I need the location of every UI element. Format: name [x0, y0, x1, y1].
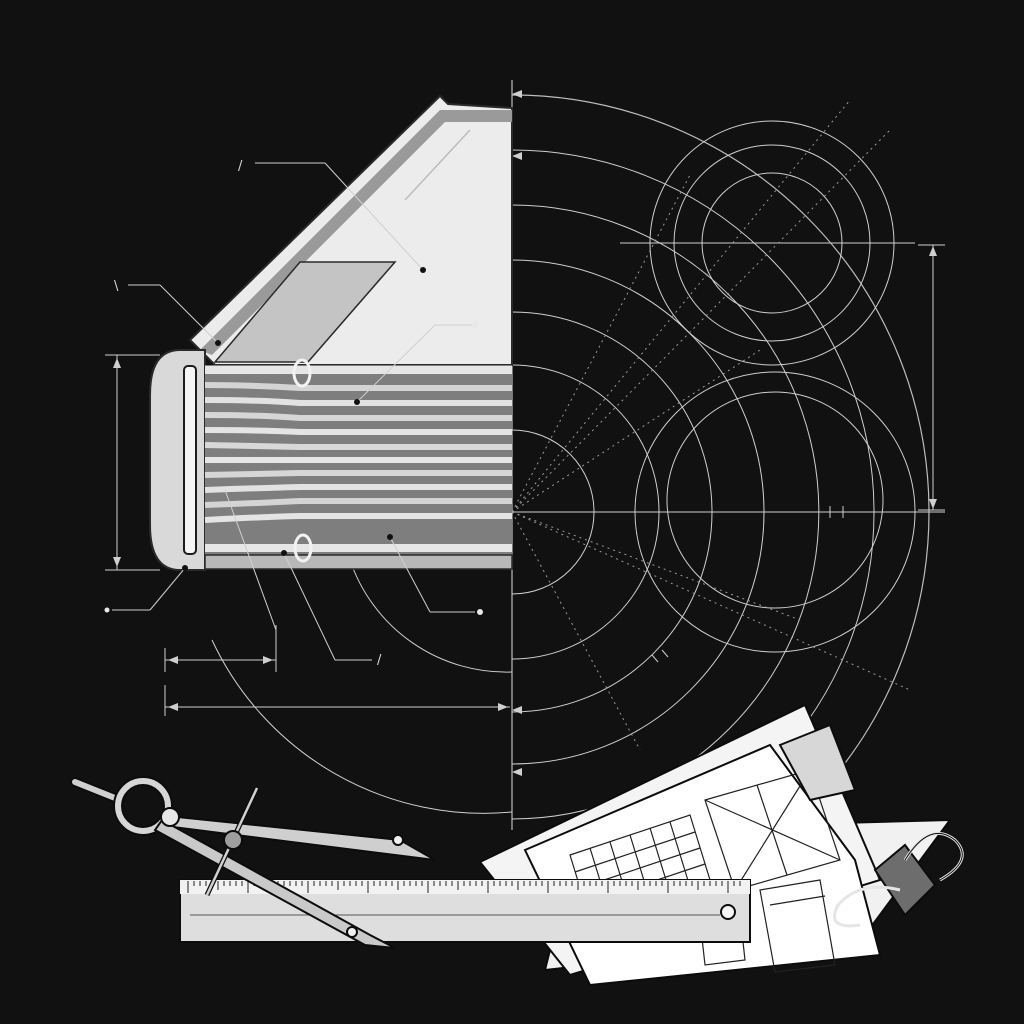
cover-highlight — [404, 129, 471, 201]
compass-handle — [72, 779, 123, 803]
pages — [204, 366, 512, 552]
compass-ring — [115, 778, 171, 834]
leader-line — [283, 552, 336, 661]
arrow-head — [512, 768, 522, 776]
leader-dot — [281, 550, 287, 556]
arrow-head — [512, 706, 522, 714]
annotation-mark: / — [377, 653, 382, 668]
ray-6 — [511, 349, 761, 513]
circle-lower-large — [634, 371, 916, 653]
circle-upper-mid — [673, 144, 871, 342]
ray-2 — [511, 99, 851, 513]
arc-4 — [511, 259, 765, 765]
book-cross-section — [149, 94, 513, 571]
leader-dot — [387, 534, 393, 540]
arrow-head — [512, 152, 522, 160]
binder-clip-handle-outline — [904, 832, 963, 881]
leader-dot — [472, 322, 478, 328]
page-block — [205, 365, 512, 565]
leader-dot — [182, 565, 188, 571]
leader-dot — [354, 399, 360, 405]
annotation-mark: \ — [114, 279, 119, 294]
arc-6 — [511, 364, 660, 660]
leader-dot — [477, 609, 483, 615]
ruler-ticks — [187, 881, 741, 893]
arrow-head — [168, 703, 178, 711]
leader-line — [224, 489, 277, 631]
leader-line — [389, 536, 431, 613]
axis-tick — [651, 654, 659, 663]
leader-line — [324, 162, 424, 271]
arrow-head — [929, 499, 937, 509]
leader-dot — [215, 340, 221, 346]
compass-joint — [346, 926, 358, 938]
arrow-head — [113, 358, 121, 368]
arrow-head — [512, 90, 522, 98]
leader-dot — [420, 267, 426, 273]
arc-lower-left — [211, 639, 513, 814]
paper-diagram — [704, 769, 841, 891]
leader-line — [159, 284, 219, 344]
circle-upper-small — [701, 172, 843, 314]
binder-clip-body — [873, 843, 937, 917]
circle-upper-large — [649, 120, 895, 366]
circle-lower-small — [666, 391, 884, 609]
dimension-lines — [105, 354, 510, 716]
ruler-hole — [720, 904, 736, 920]
arrow-head — [113, 557, 121, 567]
compass-pivot — [160, 807, 180, 827]
binding-thread-top — [292, 358, 312, 388]
ray-4 — [511, 511, 911, 691]
paper-curl — [778, 723, 857, 802]
compass-joint — [392, 834, 404, 846]
book-cover-edge — [200, 110, 512, 355]
book-endpaper — [213, 261, 397, 363]
arrow-head — [168, 656, 178, 664]
leader-line — [149, 567, 186, 611]
arc-7 — [511, 429, 595, 595]
annotation-leaders: / \ / — [104, 159, 483, 668]
book-bottom-cover — [204, 554, 513, 570]
arc-lower-inner — [349, 559, 513, 673]
spine-core — [183, 365, 197, 555]
leader-dot — [104, 607, 110, 613]
binder-clip-handle — [833, 885, 901, 928]
binder-clip-icon — [833, 831, 964, 928]
leader-line — [356, 324, 436, 403]
compass-wheel — [223, 830, 243, 850]
arrow-head — [929, 246, 937, 256]
compass-leg-lower — [153, 818, 396, 949]
compass-divider-icon — [70, 776, 436, 949]
binding-thread-bottom — [293, 533, 313, 563]
arrow-head — [263, 656, 273, 664]
geometric-construction — [211, 80, 945, 930]
axis-tick — [661, 649, 669, 658]
arrow-head — [498, 703, 508, 711]
annotation-mark: / — [238, 159, 243, 174]
